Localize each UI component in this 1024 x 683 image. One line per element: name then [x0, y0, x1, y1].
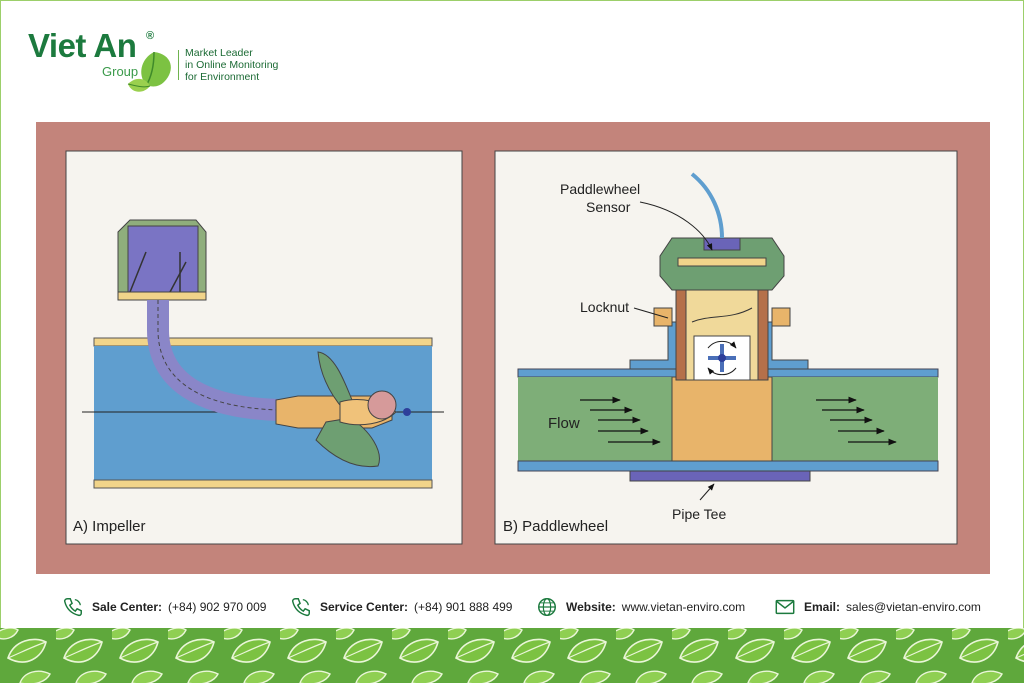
- contact-value: www.vietan-enviro.com: [621, 600, 746, 614]
- contact-value: sales@vietan-enviro.com: [846, 600, 981, 614]
- label-sensor-line2: Sensor: [586, 199, 631, 215]
- sensor-cable: [690, 172, 724, 239]
- impeller-pipe-top-wall: [93, 337, 433, 347]
- leaf-pattern-decoration: [0, 628, 1024, 683]
- mail-icon: [775, 599, 795, 615]
- paddlewheel-hub: [718, 354, 726, 362]
- contact-value: (+84) 901 888 499: [414, 600, 513, 614]
- impeller-cable: [157, 300, 281, 411]
- logo-divider: [178, 50, 179, 80]
- locknut-tab-right: [771, 307, 791, 327]
- tagline-line-2: in Online Monitoring: [185, 59, 279, 71]
- contact-email[interactable]: Email: sales@vietan-enviro.com: [774, 596, 981, 618]
- footer-leaf-pattern: [0, 628, 1024, 683]
- impeller-base-plate: [117, 291, 207, 301]
- phone-icon: [291, 598, 310, 617]
- registered-mark: ®: [146, 30, 155, 42]
- paddle-pipe-bottom-wall: [517, 460, 939, 472]
- tagline-line-1: Market Leader: [185, 47, 253, 59]
- impeller-housing-core: [127, 225, 199, 293]
- label-flow: Flow: [548, 415, 580, 432]
- tagline-line-3: for Environment: [185, 71, 260, 83]
- contact-website[interactable]: Website: www.vietan-enviro.com: [536, 596, 745, 618]
- contact-label: Sale Center:: [92, 600, 163, 614]
- phone-icon: [63, 598, 82, 617]
- paddle-insert: [671, 376, 773, 462]
- contact-sale-center[interactable]: Sale Center: (+84) 902 970 009: [62, 596, 266, 618]
- impeller-hub: [367, 390, 397, 420]
- label-locknut: Locknut: [580, 299, 629, 315]
- globe-icon: [538, 598, 556, 616]
- contact-bar: Sale Center: (+84) 902 970 009 Service C…: [0, 588, 1024, 624]
- impeller-pipe-bottom-wall: [93, 479, 433, 489]
- pipe-tee-band: [629, 470, 811, 482]
- brand-group: Group: [102, 64, 139, 79]
- leaf-icon: [127, 51, 171, 92]
- flow-arrows-left: [580, 396, 661, 446]
- brand-logo[interactable]: Viet An ® Group Market Leader in Online …: [28, 26, 328, 106]
- contact-service-center[interactable]: Service Center: (+84) 901 888 499: [290, 596, 512, 618]
- label-pipe-tee: Pipe Tee: [672, 506, 726, 522]
- panel-paddlewheel: Paddlewheel Sensor Locknut Flow Pipe Tee…: [494, 150, 958, 545]
- contact-label: Service Center:: [320, 600, 409, 614]
- panel-impeller: A) Impeller: [65, 150, 463, 545]
- paddlewheel-caption: B) Paddlewheel: [503, 518, 608, 535]
- contact-value: (+84) 902 970 009: [168, 600, 267, 614]
- label-sensor-line1: Paddlewheel: [560, 181, 640, 197]
- brand-tagline: Market Leader in Online Monitoring for E…: [185, 47, 278, 83]
- contact-label: Email:: [804, 600, 841, 614]
- brand-name: Viet An: [28, 27, 137, 64]
- impeller-caption: A) Impeller: [73, 518, 146, 535]
- contact-label: Website:: [566, 600, 616, 614]
- flow-arrows-right: [816, 396, 897, 446]
- impeller-tip: [403, 408, 411, 416]
